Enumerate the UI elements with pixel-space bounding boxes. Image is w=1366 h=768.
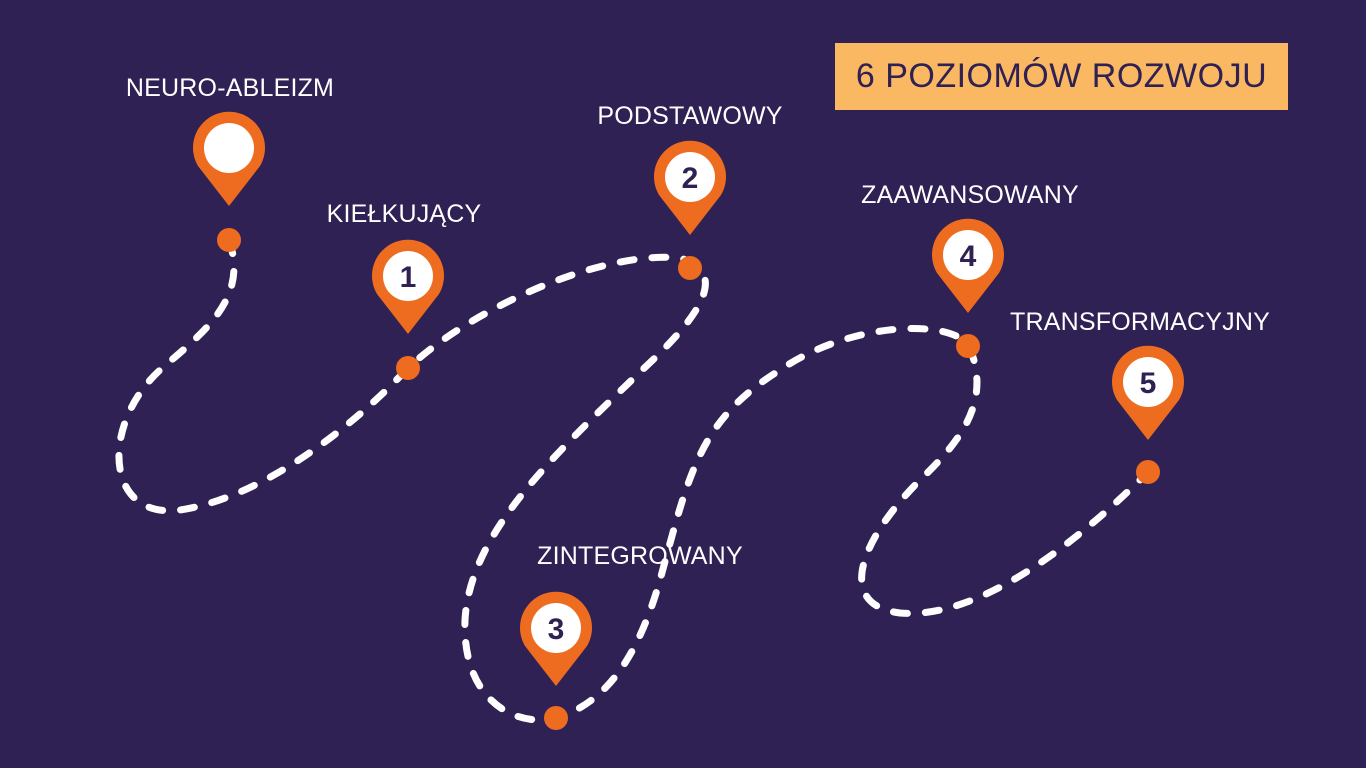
pin-inner-circle	[204, 123, 254, 173]
level-label-4: ZAAWANSOWANY	[861, 181, 1079, 209]
map-pin-2: 2	[654, 140, 727, 280]
waypoint-dot	[544, 706, 568, 730]
title-banner: 6 POZIOMÓW ROZWOJU	[835, 43, 1288, 110]
pin-number: 3	[548, 613, 565, 646]
dashed-path	[115, 236, 1152, 724]
level-label-3: ZINTEGROWANY	[537, 542, 743, 570]
pin-number: 4	[960, 240, 977, 273]
level-label-2: PODSTAWOWY	[597, 102, 783, 130]
map-pin-1: 1	[372, 239, 444, 380]
waypoint-dot	[217, 228, 241, 252]
pin-number: 1	[400, 261, 417, 294]
waypoint-dot	[678, 256, 702, 280]
waypoint-dot	[1136, 460, 1160, 484]
pin-inner-circle	[1123, 357, 1173, 407]
pin-inner-circle	[665, 152, 715, 202]
map-pin-0	[193, 111, 265, 252]
waypoint-dot	[396, 356, 420, 380]
pin-inner-circle	[531, 603, 581, 653]
level-label-1: KIEŁKUJĄCY	[326, 200, 482, 228]
map-pin-5: 5	[1112, 345, 1185, 484]
pin-inner-circle	[943, 230, 993, 280]
pin-number: 2	[682, 162, 699, 195]
level-label-5: TRANSFORMACYJNY	[1010, 308, 1270, 336]
waypoint-dot	[956, 334, 980, 358]
level-label-neuro-ableizm: NEURO-ABLEIZM	[125, 74, 335, 102]
pin-number: 5	[1140, 367, 1157, 400]
map-pin-3: 3	[520, 591, 592, 730]
pin-inner-circle	[383, 251, 433, 301]
map-pin-4: 4	[932, 218, 1005, 358]
